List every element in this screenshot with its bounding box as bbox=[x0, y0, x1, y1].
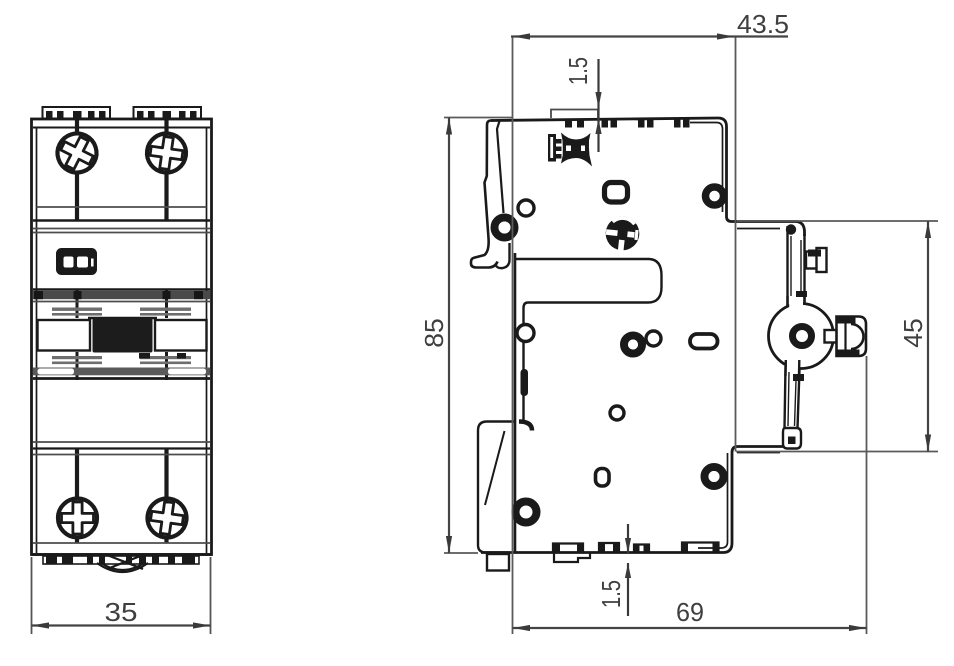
svg-text:1.5: 1.5 bbox=[563, 57, 593, 85]
svg-text:43.5: 43.5 bbox=[737, 9, 789, 39]
svg-text:45: 45 bbox=[898, 318, 928, 348]
svg-text:69: 69 bbox=[676, 597, 704, 627]
svg-text:35: 35 bbox=[105, 597, 138, 627]
svg-text:1.5: 1.5 bbox=[596, 580, 626, 608]
svg-text:85: 85 bbox=[419, 318, 449, 348]
